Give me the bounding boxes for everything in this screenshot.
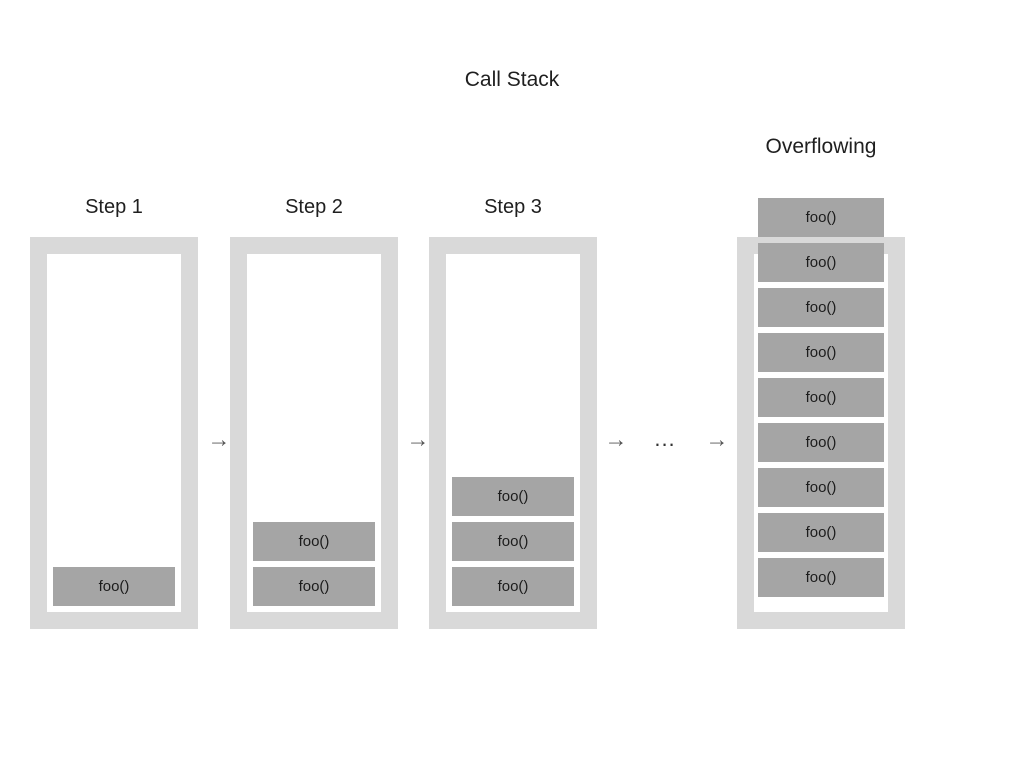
arrow-ellipsis-to-overflowing: → (705, 426, 729, 452)
stack-frame: foo() (758, 288, 884, 327)
call-stack-box-step-3: foo() foo() foo() (429, 237, 597, 629)
stack-label-step-3: Step 3 (484, 196, 542, 218)
arrow-step-2-to-step-3: → (406, 426, 430, 452)
stack-frames-step-2: foo() foo() (253, 522, 375, 606)
stack-frame: foo() (758, 468, 884, 507)
stack-interior-step-3: foo() foo() foo() (446, 254, 580, 612)
stack-frame: foo() (758, 423, 884, 462)
call-stack-box-step-1: foo() (30, 237, 198, 629)
stack-frame: foo() (452, 567, 574, 606)
stack-frame: foo() (758, 558, 884, 597)
arrow-step-3-to-ellipsis: → (604, 426, 628, 452)
stack-label-step-2: Step 2 (285, 196, 343, 218)
stack-frame: foo() (253, 567, 375, 606)
stack-frame: foo() (452, 477, 574, 516)
stack-frame: foo() (758, 513, 884, 552)
stack-frame: foo() (758, 333, 884, 372)
stack-frame: foo() (758, 378, 884, 417)
stack-frame: foo() (758, 243, 884, 282)
call-stack-box-step-2: foo() foo() (230, 237, 398, 629)
stack-frames-step-1: foo() (53, 567, 175, 606)
page-title: Call Stack (464, 68, 560, 91)
stack-label-step-1: Step 1 (85, 196, 143, 218)
stack-frames-step-3: foo() foo() foo() (452, 477, 574, 606)
stack-frame: foo() (53, 567, 175, 606)
stack-frame: foo() (452, 522, 574, 561)
stack-frames-overflowing: foo() foo() foo() foo() foo() foo() foo(… (758, 198, 884, 597)
ellipsis-continuation: ... (654, 426, 676, 451)
stack-interior-step-2: foo() foo() (247, 254, 381, 612)
overflowing-stack-title: Overflowing (765, 135, 877, 158)
stack-interior-step-1: foo() (47, 254, 181, 612)
stack-frame: foo() (758, 198, 884, 237)
stack-frame: foo() (253, 522, 375, 561)
arrow-step-1-to-step-2: → (207, 426, 231, 452)
